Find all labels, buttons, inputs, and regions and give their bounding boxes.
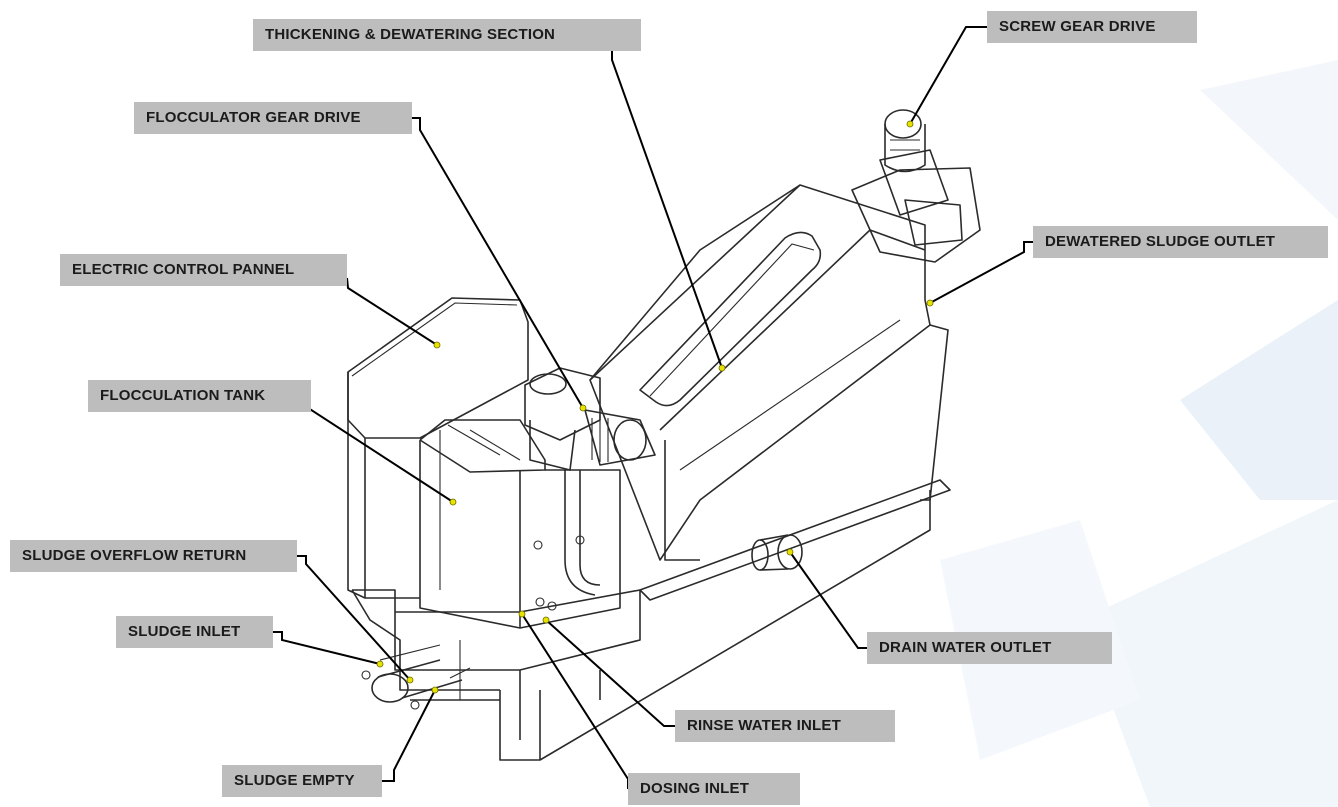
leader-screw-gear-drive [909,26,987,125]
marker-dewatered-sludge-outlet [926,299,934,307]
label-rinse-water-inlet: RINSE WATER INLET [675,710,895,742]
marker-screw-gear-drive [906,120,914,128]
leader-flocculation-tank [301,396,454,503]
label-dosing-inlet: DOSING INLET [628,773,800,805]
label-sludge-inlet: SLUDGE INLET [116,616,273,648]
leader-dewatered-sludge-outlet [929,241,1033,304]
label-thickening-dewatering-section: THICKENING & DEWATERING SECTION [253,19,641,51]
control-panel-body [347,297,529,599]
drain-water-outlet-pipe [751,534,803,571]
leader-dosing-inlet [521,613,629,789]
leader-electric-control-pannel [346,277,438,346]
flocculator-gear-drive-body [524,367,656,471]
leader-sludge-inlet [273,631,381,665]
marker-electric-control-pannel [433,341,441,349]
label-sludge-empty: SLUDGE EMPTY [222,765,382,797]
marker-sludge-empty [431,686,439,694]
marker-dosing-inlet [518,610,526,618]
marker-flocculation-tank [449,498,457,506]
label-flocculation-tank: FLOCCULATION TANK [88,380,311,412]
background-watermark [940,60,1338,807]
leader-sludge-empty [382,689,436,782]
label-electric-control-pannel: ELECTRIC CONTROL PANNEL [60,254,347,286]
leader-flocculator-gear-drive [412,117,584,409]
marker-sludge-inlet [376,660,384,668]
dewatering-section-body [589,184,949,561]
marker-flocculator-gear-drive [579,404,587,412]
leader-drain-water-outlet [789,551,867,649]
machine-drawing [347,109,981,761]
marker-sludge-overflow-return [406,676,414,684]
point-markers [376,120,934,694]
label-sludge-overflow-return: SLUDGE OVERFLOW RETURN [10,540,297,572]
leader-rinse-water-inlet [545,619,675,727]
label-dewatered-sludge-outlet: DEWATERED SLUDGE OUTLET [1033,226,1328,258]
marker-drain-water-outlet [786,548,794,556]
label-screw-gear-drive: SCREW GEAR DRIVE [987,11,1197,43]
label-flocculator-gear-drive: FLOCCULATOR GEAR DRIVE [134,102,412,134]
marker-rinse-water-inlet [542,616,550,624]
screw-gear-drive-body [851,109,981,263]
leader-sludge-overflow-return [297,555,411,681]
flocculation-tank-body [419,419,621,629]
leader-thickening-dewatering [611,50,723,369]
label-drain-water-outlet: DRAIN WATER OUTLET [867,632,1112,664]
base-frame [351,479,951,761]
marker-thickening-dewatering [718,364,726,372]
